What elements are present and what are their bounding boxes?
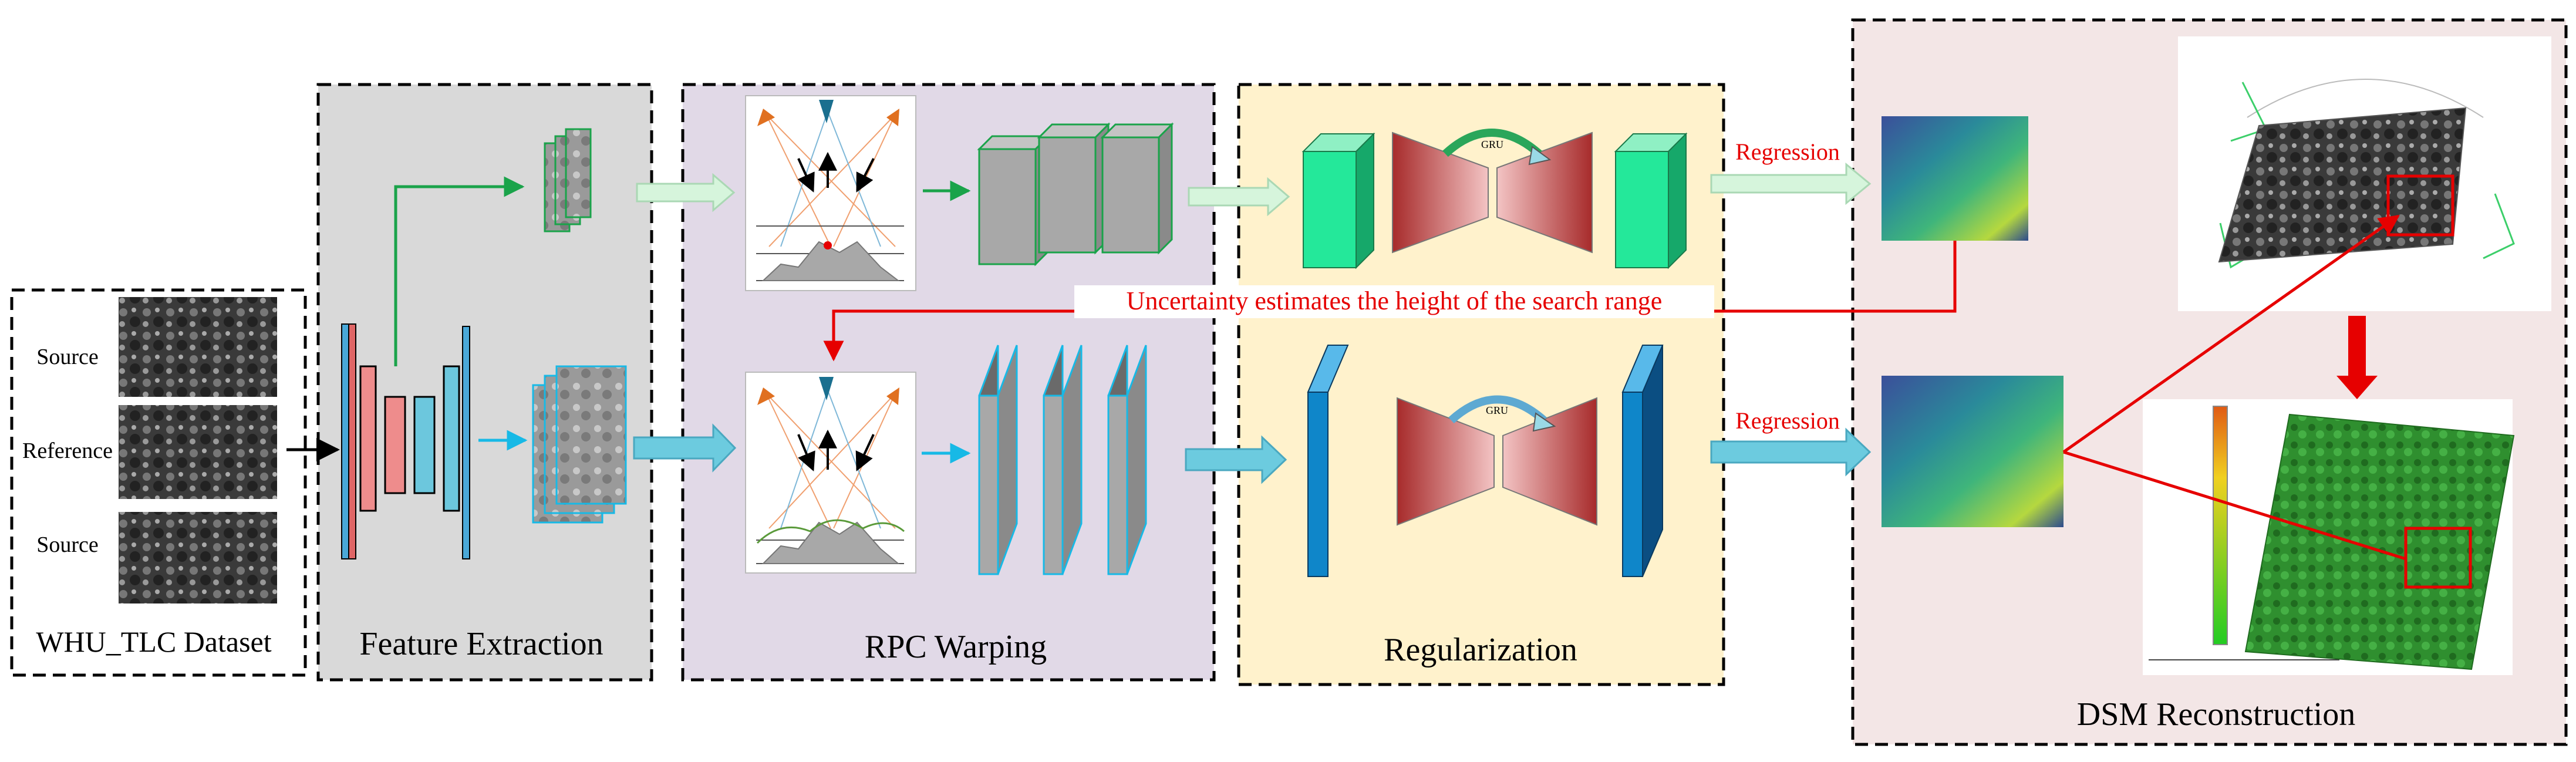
block-arrow-cyan-2 bbox=[1185, 435, 1287, 484]
feature-network-bars bbox=[341, 323, 470, 559]
dsm-down-arrow bbox=[2336, 316, 2378, 399]
small-feature-maps bbox=[544, 128, 592, 232]
large-feature-maps bbox=[532, 365, 627, 524]
regression-label-top: Regression bbox=[1735, 139, 1840, 165]
rpc-geometry-top bbox=[745, 95, 916, 291]
regression-arrow-top bbox=[1710, 162, 1872, 205]
cost-volume-green bbox=[977, 122, 1174, 267]
rpc-warping-title: RPC Warping bbox=[865, 629, 1047, 665]
regularization-title: Regularization bbox=[1384, 632, 1577, 668]
green-skip-arrow bbox=[394, 176, 525, 366]
point-cloud-view bbox=[2178, 36, 2551, 311]
gru-unet-bottom: GRU bbox=[1307, 345, 1664, 577]
dsm-colored-result bbox=[2143, 399, 2515, 675]
block-arrow-green-1 bbox=[636, 173, 736, 213]
dsm-reconstruction-title: DSM Reconstruction bbox=[2077, 696, 2355, 733]
gru-label-top: GRU bbox=[1481, 139, 1503, 150]
cost-volume-cyan bbox=[978, 345, 1147, 575]
reference-label: Reference bbox=[22, 439, 113, 463]
feature-extraction-title: Feature Extraction bbox=[359, 626, 603, 662]
zoom-line-up bbox=[2062, 214, 2400, 454]
zoom-line-down bbox=[2063, 450, 2406, 561]
source-label-top: Source bbox=[36, 345, 99, 369]
source-label-bottom: Source bbox=[36, 532, 99, 557]
source-image-bottom bbox=[119, 512, 277, 603]
regression-arrow-bottom bbox=[1710, 427, 1872, 477]
reference-image bbox=[119, 405, 277, 499]
uncertainty-label-bg bbox=[1074, 285, 1714, 318]
gru-label-bottom: GRU bbox=[1486, 404, 1508, 416]
regression-label-bottom: Regression bbox=[1735, 407, 1840, 434]
rpc-geometry-bottom bbox=[745, 372, 916, 574]
uncertainty-label: Uncertainty estimates the height of the … bbox=[1127, 286, 1663, 315]
height-map-bottom bbox=[1882, 376, 2064, 527]
gru-unet-top: GRU bbox=[1302, 129, 1688, 269]
height-map-top bbox=[1882, 116, 2028, 241]
block-arrow-cyan-1 bbox=[633, 423, 737, 473]
source-image-top bbox=[119, 297, 277, 397]
block-arrow-green-2 bbox=[1188, 177, 1290, 217]
dataset-title: WHU_TLC Dataset bbox=[36, 625, 271, 658]
